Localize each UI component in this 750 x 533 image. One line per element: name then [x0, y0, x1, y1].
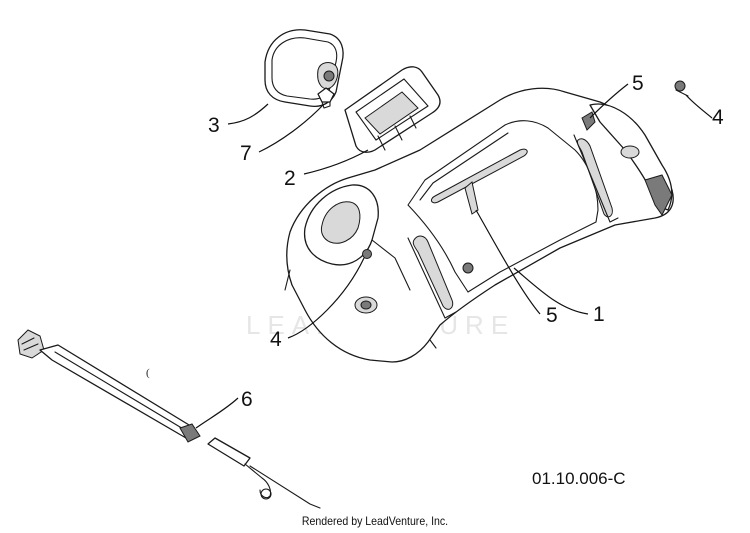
callout-4-left: 4	[270, 328, 282, 351]
callout-5-top: 5	[632, 72, 644, 95]
callout-2: 2	[284, 167, 296, 190]
callout-6: 6	[241, 388, 253, 411]
leader-5b	[475, 209, 541, 315]
leader-4a	[287, 257, 365, 339]
part-1-dash-panel	[284, 87, 674, 363]
leader-3	[227, 103, 269, 125]
leader-2	[303, 149, 369, 175]
leader-6	[195, 397, 239, 429]
part-4-screw-left	[362, 249, 372, 259]
part-6-wire-harness	[17, 329, 321, 509]
drawing-number: 01.10.006-C	[532, 469, 626, 488]
leader-1	[513, 267, 589, 315]
callouts: 1 2 3 4 4 5 5 6 7	[208, 72, 724, 411]
callout-1: 1	[593, 303, 605, 326]
render-credit: Rendered by LeadVenture, Inc.	[301, 514, 449, 528]
part-5-clip-center	[464, 181, 479, 215]
part-3-headlight	[264, 29, 344, 108]
callout-3: 3	[208, 114, 220, 137]
stray-mark: (	[146, 367, 150, 379]
callout-5-center: 5	[546, 304, 558, 327]
leader-lines	[195, 83, 713, 429]
callout-7: 7	[240, 142, 252, 165]
leader-7	[258, 103, 325, 153]
leader-5a	[589, 83, 629, 119]
callout-4-top: 4	[712, 106, 724, 129]
part-4-screw-top	[674, 80, 689, 97]
part-2-light-bracket	[344, 66, 441, 153]
part-7-bulb	[317, 87, 335, 109]
leader-4b	[685, 94, 713, 119]
